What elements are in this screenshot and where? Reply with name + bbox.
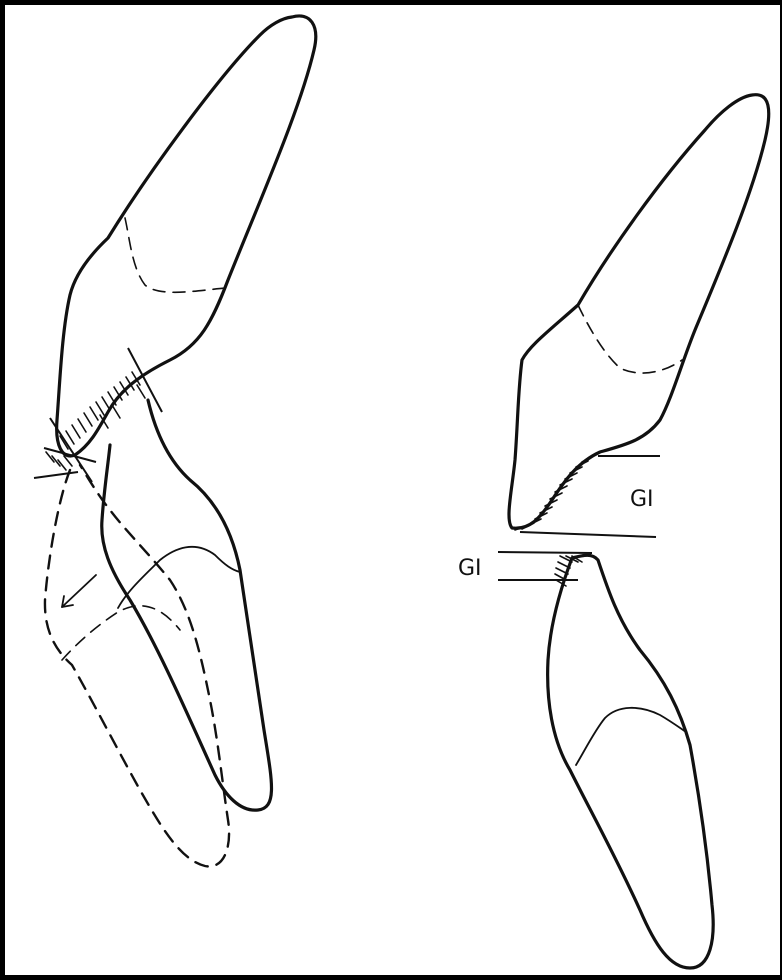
lower-gap-label: GI: [458, 556, 482, 581]
left-guide-line-3: [34, 472, 78, 478]
left-lower-tooth-dashed-outline: [45, 465, 229, 866]
left-upper-cej-line: [125, 218, 226, 292]
right-tooth-group: GI GI: [458, 95, 769, 968]
left-lower-dashed-cej-line: [62, 606, 180, 660]
left-lower-tooth-outline: [102, 400, 272, 810]
left-lower-cej-line: [118, 547, 240, 608]
right-upper-tooth-outline: [509, 95, 769, 529]
right-upper-wear-facet-hatching: [515, 452, 600, 530]
right-gi-lower-top-line: [498, 552, 592, 553]
left-movement-arrow: [62, 575, 96, 607]
right-lower-tooth-outline: [548, 555, 714, 968]
left-upper-tooth-outline: [57, 16, 316, 456]
right-upper-cej-line: [578, 305, 682, 373]
right-gi-upper-bottom-line: [520, 532, 656, 537]
left-tooth-group: [34, 16, 316, 866]
right-lower-cej-line: [576, 708, 686, 765]
upper-gap-label: GI: [630, 487, 654, 512]
left-guide-line-1: [128, 348, 162, 412]
